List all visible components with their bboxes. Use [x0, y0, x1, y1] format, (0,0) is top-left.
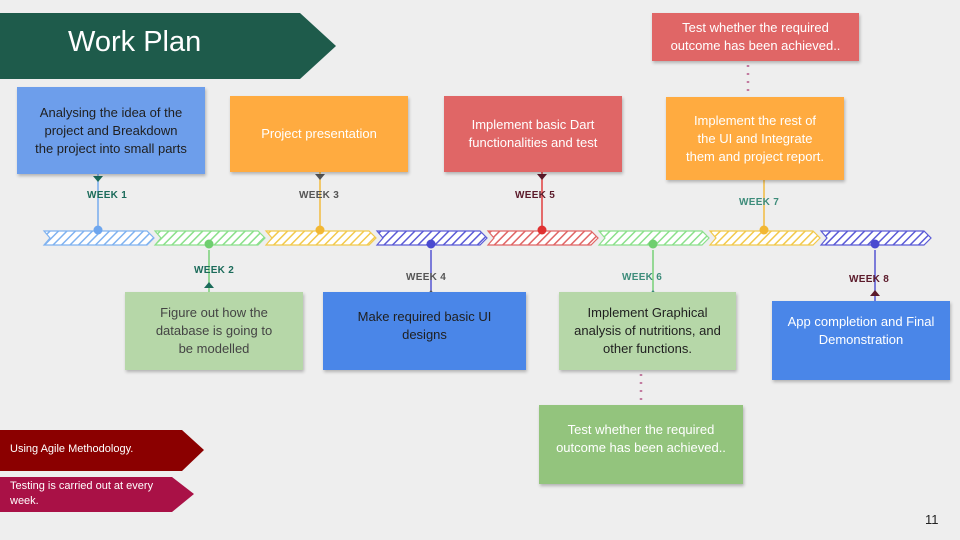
test-note-bottom: Test whether the required outcome has be… [539, 405, 743, 484]
testing-banner [0, 477, 194, 512]
milestone-dot-week-8 [870, 239, 880, 249]
week-3-label: WEEK 3 [299, 190, 340, 201]
title-banner [0, 13, 336, 79]
week-1-label: WEEK 1 [87, 190, 128, 201]
page-title: Work Plan [68, 26, 202, 58]
week-2-label: WEEK 2 [194, 265, 235, 276]
agile-note: Using Agile Methodology. [10, 443, 134, 455]
test-note-top: Test whether the required outcome has be… [652, 13, 859, 61]
week-7-task: Implement the rest of the UI and Integra… [666, 97, 844, 180]
timeline-segment-week-3 [264, 230, 377, 246]
pointer-week-1 [93, 176, 103, 182]
week-1-task: Analysing the idea of the project and Br… [17, 87, 205, 174]
week-8-label: WEEK 8 [849, 274, 890, 285]
week-5-task: Implement basic Dart functionalities and… [444, 96, 622, 172]
timeline-segment-week-7 [708, 230, 821, 246]
week-5-label: WEEK 5 [515, 190, 556, 201]
pointer-week-5 [537, 174, 547, 180]
week-6-label: WEEK 6 [622, 272, 663, 283]
milestone-dot-week-4 [426, 239, 436, 249]
milestone-dot-week-7 [759, 225, 769, 235]
milestone-dot-week-2 [204, 239, 214, 249]
pointer-week-3 [315, 174, 325, 180]
week-4-task: Make required basic UI designs [323, 292, 526, 370]
timeline-segment-week-6 [597, 230, 710, 246]
week-8-task: App completion and Final Demonstration [772, 301, 950, 380]
week-2-task: Figure out how the database is going to … [125, 292, 303, 370]
week-3-task: Project presentation [230, 96, 408, 172]
agile-banner [0, 430, 204, 471]
testing-note: Testing is carried out at every week. [10, 480, 154, 507]
timeline-segment-week-4 [375, 230, 488, 246]
milestone-dot-week-5 [537, 225, 547, 235]
milestone-dot-week-6 [648, 239, 658, 249]
timeline-segment-week-2 [153, 230, 266, 246]
timeline-segment-week-8 [819, 230, 932, 246]
week-7-label: WEEK 7 [739, 197, 780, 208]
page-number: 11 [925, 512, 939, 527]
pointer-week-2 [204, 282, 214, 288]
week-6-task: Implement Graphical analysis of nutritio… [559, 292, 736, 370]
timeline-segment-week-1 [42, 230, 155, 246]
timeline-segment-week-5 [486, 230, 599, 246]
week-4-label: WEEK 4 [406, 272, 447, 283]
milestone-dot-week-1 [93, 225, 103, 235]
pointer-week-8 [870, 290, 880, 296]
milestone-dot-week-3 [315, 225, 325, 235]
